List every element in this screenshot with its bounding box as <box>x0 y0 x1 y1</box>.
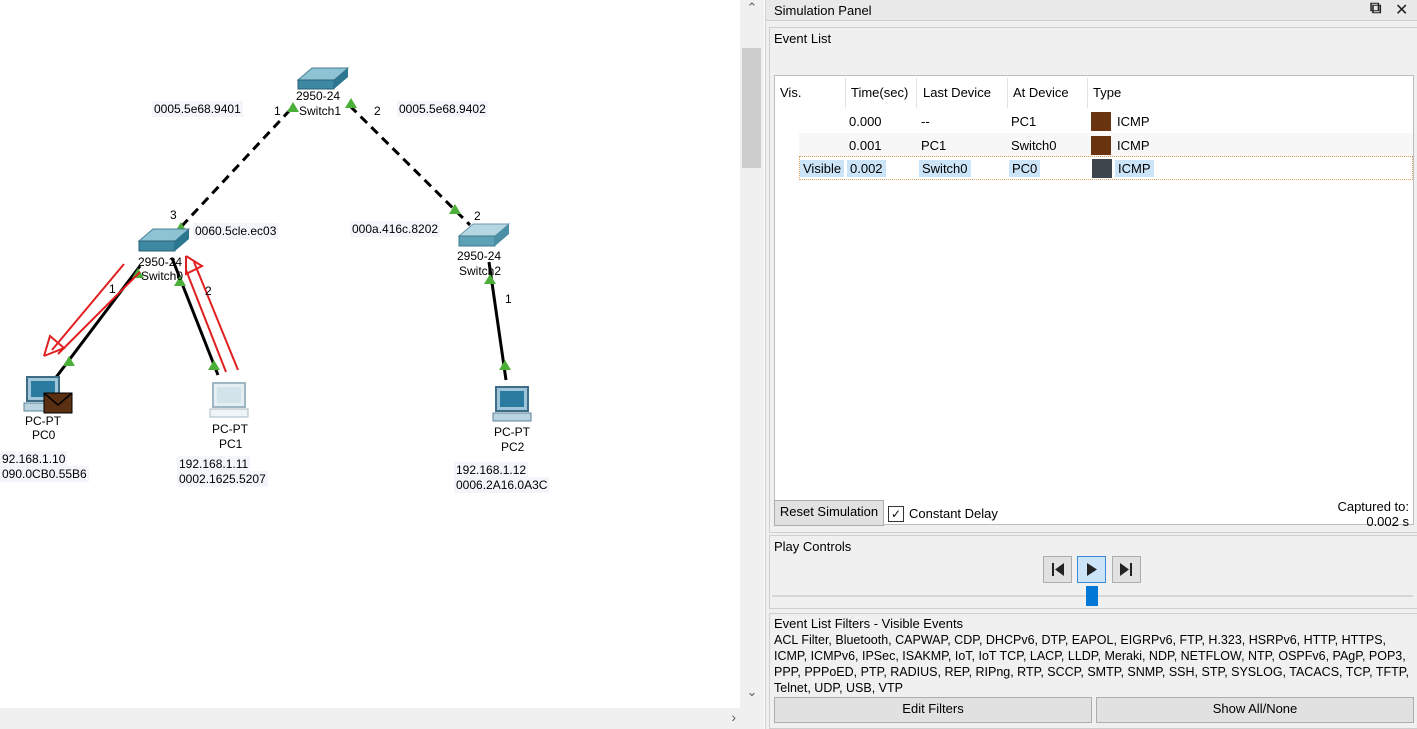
link-status-indicators <box>63 98 511 370</box>
row-time: 0.001 <box>849 138 882 153</box>
panel-title-bar: Simulation Panel ⧉ ✕ <box>766 0 1417 21</box>
switch2-port-top: 2 <box>474 209 481 223</box>
switch1-port-left: 1 <box>274 104 281 118</box>
col-at-device[interactable]: At Device <box>1013 85 1069 100</box>
pc-icon[interactable] <box>209 382 249 418</box>
topology-canvas[interactable]: 2950-24 Switch1 1 2 0005.5e68.9401 0005.… <box>0 0 740 708</box>
row-last-device: Switch0 <box>919 160 971 177</box>
switch2-model: 2950-24 <box>457 249 502 263</box>
packet-path-arrows <box>43 255 239 373</box>
back-icon[interactable] <box>1043 556 1072 583</box>
pc2-name: PC2 <box>501 440 525 454</box>
play-controls-label: Play Controls <box>774 539 852 554</box>
pc0-type: PC-PT <box>25 414 61 428</box>
row-at-device: PC0 <box>1009 160 1041 177</box>
close-icon[interactable]: ✕ <box>1395 2 1409 19</box>
icmp-color-swatch <box>1092 159 1112 178</box>
scroll-down-icon[interactable]: ⌄ <box>746 684 758 699</box>
switch1-name: Switch1 <box>299 104 342 118</box>
pc0-ip: 92.168.1.10 <box>0 451 68 467</box>
event-filters-section: Event List Filters - Visible Events ACL … <box>769 613 1417 729</box>
col-type[interactable]: Type <box>1093 85 1122 100</box>
switch0-mac: 0060.5cle.ec03 <box>193 223 279 239</box>
filters-list: ACL Filter, Bluetooth, CAPWAP, CDP, DHCP… <box>774 633 1409 695</box>
reset-simulation-button[interactable]: Reset Simulation <box>774 500 884 526</box>
envelope-icon <box>43 392 73 414</box>
pc-icon[interactable] <box>492 386 532 422</box>
switch2-mac: 000a.416c.8202 <box>350 221 441 237</box>
row-at-device: Switch0 <box>1011 138 1057 153</box>
row-type: ICMP <box>1115 160 1154 177</box>
captured-label: Captured to: <box>1337 499 1409 514</box>
scroll-up-icon[interactable]: ⌃ <box>746 0 758 15</box>
switch-icon[interactable] <box>137 228 191 252</box>
link-switch0-pc0 <box>46 265 142 389</box>
pc1-name: PC1 <box>219 437 243 451</box>
row-last-device: PC1 <box>921 138 947 153</box>
row-vis: Visible <box>800 160 845 177</box>
scroll-thumb[interactable] <box>742 48 761 168</box>
icmp-color-swatch <box>1091 136 1111 155</box>
col-time[interactable]: Time(sec) <box>851 85 909 100</box>
play-icon[interactable] <box>1077 556 1106 583</box>
switch0-port-right: 2 <box>205 284 212 298</box>
forward-icon[interactable] <box>1112 556 1141 583</box>
horizontal-scrollbar[interactable]: › <box>0 708 764 729</box>
link-switch1-switch2 <box>348 104 472 227</box>
row-time: 0.000 <box>849 114 882 129</box>
pc2-mac: 0006.2A16.0A3C <box>454 477 550 493</box>
switch-icon[interactable] <box>296 67 350 90</box>
scroll-right-icon[interactable]: › <box>731 709 736 725</box>
table-row[interactable]: 0.000 -- PC1 ICMP <box>799 109 1413 133</box>
row-at-device: PC1 <box>1011 114 1037 129</box>
switch1-mac-right: 0005.5e68.9402 <box>397 101 488 117</box>
switch1-model: 2950-24 <box>296 89 341 103</box>
switch0-name: Switch0 <box>141 269 184 283</box>
row-type: ICMP <box>1117 114 1150 129</box>
filters-label: Event List Filters - Visible Events <box>774 616 964 631</box>
event-list-table[interactable]: Vis. Time(sec) Last Device At Device Typ… <box>774 75 1414 525</box>
pc1-type: PC-PT <box>212 422 248 436</box>
simulation-panel: Simulation Panel ⧉ ✕ Event List Vis. Tim… <box>765 0 1417 729</box>
switch0-model: 2950-24 <box>138 255 183 269</box>
row-type: ICMP <box>1117 138 1150 153</box>
col-vis[interactable]: Vis. <box>780 85 802 100</box>
pc1-ip: 192.168.1.11 <box>177 456 251 472</box>
switch0-port-left: 1 <box>109 282 116 296</box>
pc1-mac: 0002.1625.5207 <box>177 471 268 487</box>
constant-delay-label: Constant Delay <box>909 506 998 521</box>
pc0-name: PC0 <box>32 428 56 442</box>
table-row-selected[interactable]: Visible 0.002 Switch0 PC0 ICMP <box>799 156 1413 180</box>
event-list-section: Event List Vis. Time(sec) Last Device At… <box>769 27 1417 533</box>
icmp-color-swatch <box>1091 112 1111 131</box>
pc2-ip: 192.168.1.12 <box>454 462 529 478</box>
show-all-none-button[interactable]: Show All/None <box>1096 697 1414 723</box>
speed-slider-thumb[interactable] <box>1086 586 1098 606</box>
switch2-name: Switch2 <box>459 264 502 278</box>
pc-icon[interactable] <box>23 376 63 412</box>
switch1-mac-left: 0005.5e68.9401 <box>152 101 243 117</box>
pc0-mac: 090.0CB0.55B6 <box>0 466 89 482</box>
checkbox-icon[interactable]: ✓ <box>888 506 904 522</box>
captured-value: 0.002 s <box>1366 514 1409 529</box>
pc2-type: PC-PT <box>494 425 530 439</box>
table-row[interactable]: 0.001 PC1 Switch0 ICMP <box>799 133 1413 157</box>
switch-icon[interactable] <box>457 223 511 247</box>
panel-title: Simulation Panel <box>774 3 872 18</box>
row-time: 0.002 <box>847 160 886 177</box>
row-last-device: -- <box>921 114 930 129</box>
edit-filters-button[interactable]: Edit Filters <box>774 697 1092 723</box>
link-switch1-switch0 <box>178 108 292 230</box>
switch1-port-right: 2 <box>374 104 381 118</box>
event-list-label: Event List <box>774 31 832 46</box>
vertical-scrollbar[interactable]: ⌃ ⌄ <box>740 0 764 708</box>
switch2-port-bottom: 1 <box>505 292 512 306</box>
restore-icon[interactable]: ⧉ <box>1370 0 1382 17</box>
col-last-device[interactable]: Last Device <box>923 85 991 100</box>
topology-links <box>23 67 532 422</box>
switch0-port-top: 3 <box>170 208 177 222</box>
